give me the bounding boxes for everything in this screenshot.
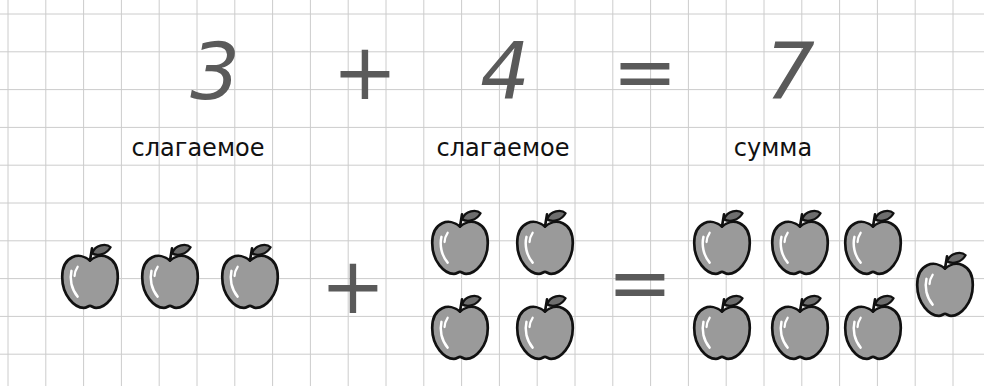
grid-line — [0, 14, 984, 15]
apple — [694, 296, 750, 359]
handwritten-digit: 7 — [765, 33, 815, 111]
grid-line — [575, 0, 576, 386]
grid-line — [0, 354, 984, 355]
grid-line — [688, 0, 689, 386]
handwritten-digit: 3 — [190, 33, 240, 111]
plus-sign: + — [320, 247, 385, 325]
grid-line — [0, 203, 984, 204]
grid-line — [764, 0, 765, 386]
grid-line — [0, 240, 984, 241]
apple — [772, 211, 828, 274]
term-label: слагаемое — [132, 136, 265, 160]
plus-sign: + — [332, 33, 397, 111]
apple — [222, 245, 278, 308]
apple — [142, 245, 198, 308]
grid-line — [423, 0, 424, 386]
apple — [694, 211, 750, 274]
apple — [432, 296, 488, 359]
grid-line — [0, 316, 984, 317]
apple — [517, 296, 573, 359]
apple — [62, 245, 118, 308]
grid-line — [953, 0, 954, 386]
apple — [517, 211, 573, 274]
grid-line — [0, 165, 984, 166]
grid-line — [159, 0, 160, 386]
apple — [845, 211, 901, 274]
equals-sign: = — [607, 244, 672, 322]
apple — [432, 211, 488, 274]
grid-line — [0, 127, 984, 128]
grid-line — [915, 0, 916, 386]
equals-sign: = — [612, 33, 677, 111]
term-label: слагаемое — [437, 136, 570, 160]
grid-line — [839, 0, 840, 386]
grid-line — [83, 0, 84, 386]
term-label: сумма — [734, 136, 812, 160]
grid-line — [121, 0, 122, 386]
grid-line — [310, 0, 311, 386]
apple — [917, 253, 973, 316]
grid-line — [45, 0, 46, 386]
apple — [772, 296, 828, 359]
grid-line — [8, 0, 9, 386]
grid-line — [272, 0, 273, 386]
apple — [845, 296, 901, 359]
handwritten-digit: 4 — [480, 33, 530, 111]
